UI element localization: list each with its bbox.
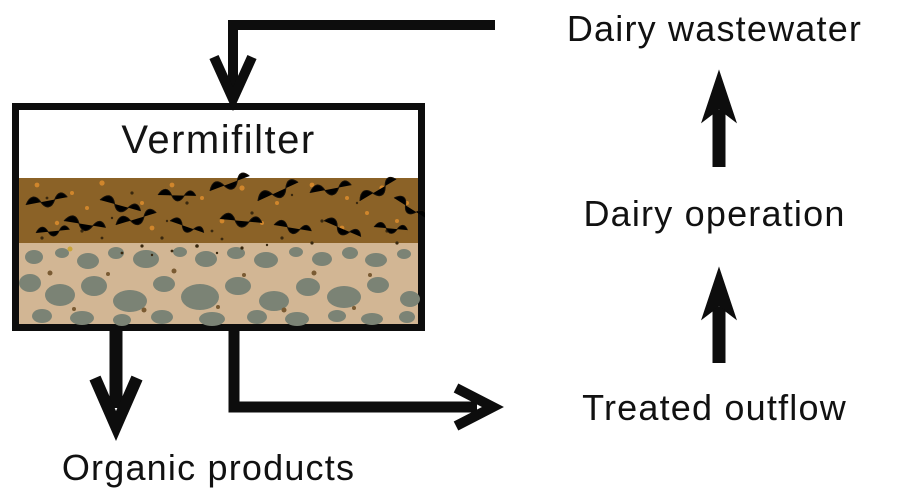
node-organic-products: Organic products <box>61 447 356 488</box>
outflow-arrowhead-icon <box>453 383 504 431</box>
gravel-pebbles <box>47 268 372 313</box>
up-arrow-lower-head-icon <box>701 266 737 321</box>
outflow-arrow-line <box>228 330 477 413</box>
node-dairy-wastewater: Dairy wastewater <box>566 8 863 49</box>
inflow-arrowhead-icon <box>209 54 257 112</box>
organic-arrowhead-icon <box>89 375 143 441</box>
inflow-arrow-line <box>228 20 495 88</box>
up-arrow-upper-head-icon <box>701 69 737 124</box>
vermifilter-box <box>12 103 425 331</box>
node-treated-outflow: Treated outflow <box>582 387 847 428</box>
gravel-stones <box>19 247 420 326</box>
node-dairy-operation: Dairy operation <box>583 193 846 234</box>
orange-specks <box>34 180 409 231</box>
vermifilter-title: Vermifilter <box>121 118 316 162</box>
gold-speck <box>67 246 73 252</box>
